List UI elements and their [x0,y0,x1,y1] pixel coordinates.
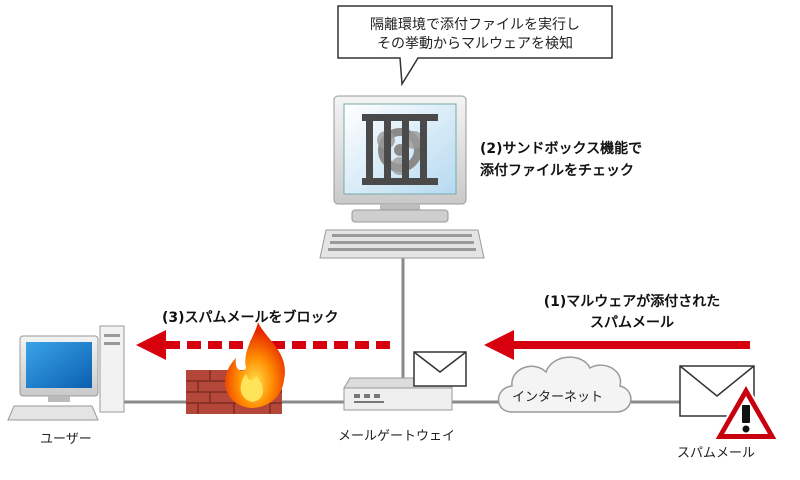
step1-label: (1)マルウェアが添付された スパムメール [514,292,750,334]
envelope-icon [413,351,467,387]
user-label: ユーザー [40,432,92,447]
step3-label: (3)スパムメールをブロック [162,310,339,326]
firewall [186,322,285,414]
callout-line1: 隔離環境で添付ファイルを実行し [370,17,580,33]
cloud [497,356,632,413]
step2-label: (2)サンドボックス機能で 添付ファイルをチェック [480,138,642,182]
arrow-incoming [484,330,750,360]
internet-label: インターネット [512,390,604,405]
sandbox-bars [362,114,438,185]
step1-line2: スパムメール [590,315,674,331]
sandbox-pc [319,95,485,259]
gateway-label: メールゲートウェイ [338,429,456,444]
spam-label: スパムメール [677,446,756,461]
warning-icon [713,383,779,441]
callout-text: 隔離環境で添付ファイルを実行し その挙動からマルウェアを検知 [350,16,600,54]
flame-icon [225,322,285,408]
step2-line1: (2)サンドボックス機能で [480,141,643,157]
step1-line1: (1)マルウェアが添付された [543,294,721,310]
arrow-blocked [136,330,392,360]
callout-bubble [337,5,613,87]
step2-line2: 添付ファイルをチェック [480,163,634,179]
callout-line2: その挙動からマルウェアを検知 [377,36,573,52]
user-pc [7,325,125,421]
keyboard [319,229,485,259]
